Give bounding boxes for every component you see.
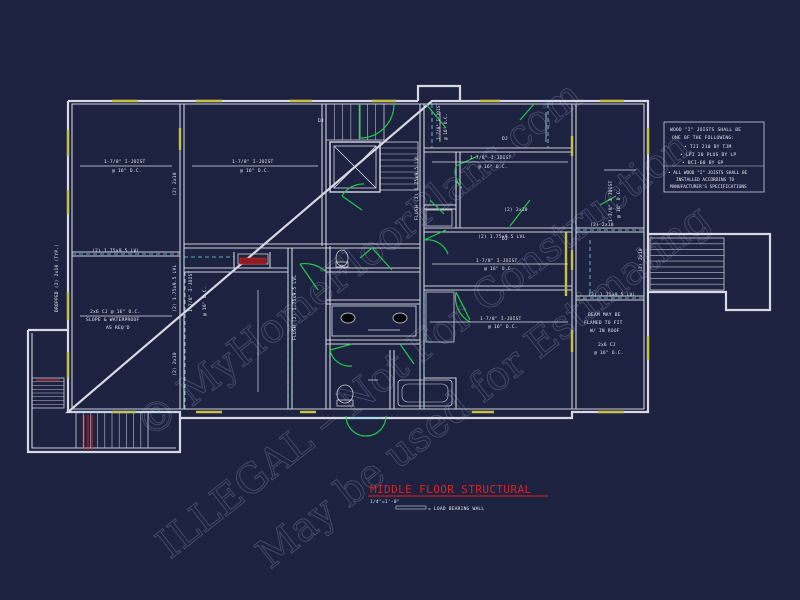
- two-by-ten-b-label: (2) 2x10: [172, 352, 178, 376]
- lvl-left-label: (2) 1.75x9.5 LVL: [92, 248, 139, 254]
- joist-h-line-1: 1-7/8" I-JOIST: [436, 103, 442, 140]
- joist-label-vertical: 1-7/8" I-JOIST @ 16" O.C.: [188, 270, 208, 316]
- chase-box: [329, 141, 381, 193]
- porch-line-3: AS REQ'D: [106, 325, 130, 331]
- notes-line-8: MANUFACTURER'S SPECIFICATIONS: [670, 184, 747, 190]
- joist-f-line-2: @ 16" O.C.: [616, 188, 622, 218]
- beam-note-line-1: BEAM MAY BE: [588, 312, 621, 318]
- dropped-label: DROPPED (2) 2x10 (TYP.): [54, 244, 60, 312]
- bath-fixtures: [331, 249, 453, 407]
- right-cj-line-2: @ 16" O.C.: [594, 350, 624, 356]
- stairs: [31, 103, 725, 449]
- joist-label-top-small: 1-7/8" I-JOIST @ 16" O.C.: [436, 103, 449, 140]
- joist-label-bedroom: 1-7/8" I-JOIST @ 16" O.C.: [470, 155, 512, 170]
- joist-e-line-1: 1-7/8" I-JOIST: [480, 316, 522, 322]
- beam-note: BEAM MAY BE FLAMED TO FIT W/ IN ROOF: [584, 312, 623, 334]
- drawing-title: MIDDLE FLOOR STRUCTURAL: [370, 483, 532, 496]
- notes-line-6: • ALL WOOD "I" JOISTS SHALL BE: [668, 170, 748, 176]
- notes-line-1: WOOD "I" JOISTS SHALL BE: [670, 127, 741, 133]
- porch-line-2: SLOPE & WATERPROOF: [86, 317, 139, 323]
- beam-note-line-2: FLAMED TO FIT: [584, 320, 623, 326]
- joist-c-line-1: 1-7/8" I-JOIST: [470, 155, 512, 161]
- joist-notes-box: WOOD "I" JOISTS SHALL BE ONE OF THE FOLL…: [663, 121, 765, 193]
- notes-line-5: • BCI-60 BY GP: [682, 160, 724, 166]
- joist-e-line-2: @ 16" O.C.: [488, 324, 518, 330]
- dj-label-1: DJ: [318, 118, 324, 124]
- joist-label-hall: 1-7/8" I-JOIST @ 16" O.C.: [476, 258, 518, 272]
- right-cj-label: 2x6 CJ @ 16" O.C.: [594, 342, 624, 356]
- red-marks: [36, 257, 267, 450]
- joist-a-line-1: 1-7/8" I-JOIST: [104, 159, 146, 165]
- two-by-ten-d-label: (2) 2x10: [638, 248, 644, 272]
- load-bearing-wall-legend-label: = LOAD BEARING WALL: [428, 506, 484, 512]
- joist-d-line-2: @ 16" O.C.: [484, 266, 514, 272]
- lvl-right-label: (2) 1.75x9.5 LVL: [588, 292, 635, 298]
- load-bearing-wall-legend-symbol: [395, 505, 427, 510]
- notes-line-7: INSTALLED ACCORDING TO: [676, 177, 735, 183]
- joist-label-kitchen: 1-7/8" I-JOIST @ 16" O.C.: [232, 159, 274, 174]
- joist-a-line-2: @ 16" O.C.: [112, 168, 142, 174]
- beam-note-line-3: W/ IN ROOF: [590, 328, 620, 334]
- notes-line-4: • LPI 20 PLUS BY LP: [680, 152, 736, 158]
- doors: [299, 103, 617, 437]
- lvl-left-vertical-label: (2) 1.75x9.5 LVL: [172, 265, 178, 312]
- drawing-scale: 1/4"=1'-0": [370, 499, 400, 505]
- lvl-mid-label: (2) 1.75x9.5 LVL: [478, 234, 525, 240]
- joist-f-line-1: 1-7/8" I-JOIST: [608, 180, 614, 222]
- joist-g-line-2: @ 16" O.C.: [202, 286, 208, 316]
- joist-d-line-1: 1-7/8" I-JOIST: [476, 258, 518, 264]
- flush-beam-b-label: FLUSH (2) 1.75x9.5 LVL: [292, 275, 298, 340]
- flush-beam-label: FLUSH (2) 1.75x9.5 LVL: [414, 155, 420, 220]
- two-by-ten-c-label: (2) 2x10: [504, 207, 528, 213]
- joist-spans: [80, 112, 636, 392]
- porch-joist-label: 2x6 CJ @ 16" O.C. SLOPE & WATERPROOF AS …: [86, 309, 140, 331]
- joist-b-line-1: 1-7/8" I-JOIST: [232, 159, 274, 165]
- notes-line-2: ONE OF THE FOLLOWING:: [672, 135, 734, 141]
- bearing-beams: [72, 104, 644, 413]
- joist-label-lower-bed: 1-7/8" I-JOIST @ 16" O.C.: [480, 316, 522, 330]
- joist-h-line-2: @ 16" O.C.: [443, 114, 449, 140]
- right-cj-line-1: 2x6 CJ: [598, 342, 616, 348]
- joist-c-line-2: @ 16" O.C.: [478, 164, 508, 170]
- two-by-ten-a-label: (2) 2x10: [172, 172, 178, 196]
- title-block: MIDDLE FLOOR STRUCTURAL 1/4"=1'-0" = LOA…: [368, 483, 548, 512]
- notes-line-3: • TJI 210 BY TJM: [684, 144, 731, 150]
- joist-g-line-1: 1-7/8" I-JOIST: [188, 270, 194, 312]
- watermark: © MyHomeFloorPlans.com ILLEGAL – Not For…: [127, 72, 719, 579]
- porch-line-1: 2x6 CJ @ 16" O.C.: [90, 309, 140, 315]
- joist-label-right: 1-7/8" I-JOIST @ 16" O.C.: [608, 180, 622, 222]
- joist-b-line-2: @ 16" O.C.: [240, 168, 270, 174]
- dj-label-3: DJ: [502, 236, 508, 242]
- joist-label-living: 1-7/8" I-JOIST @ 16" O.C.: [104, 159, 146, 174]
- two-by-ten-e-label: (2) 2x10: [590, 222, 614, 228]
- dj-label-2: DJ: [502, 136, 508, 142]
